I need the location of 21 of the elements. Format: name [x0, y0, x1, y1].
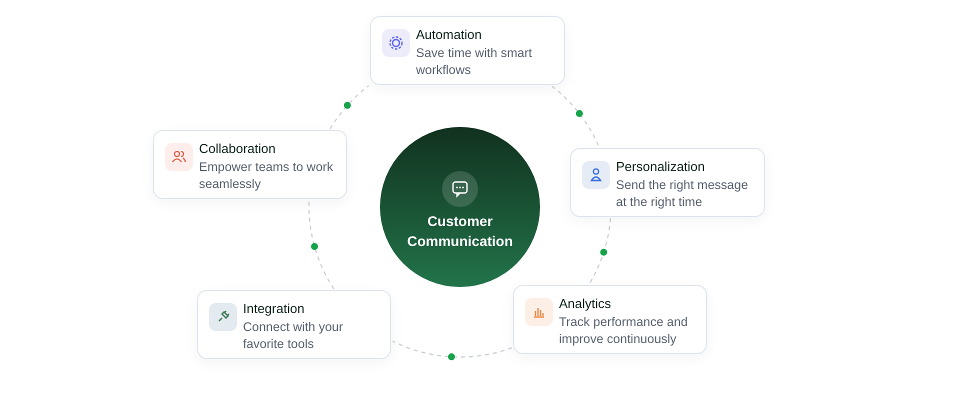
feature-card — [570, 148, 765, 217]
feature-card — [513, 285, 707, 354]
card-description: Send the right message at the right time — [616, 177, 750, 211]
card-title: Integration — [243, 301, 304, 316]
feature-card — [153, 130, 347, 199]
card-description: Connect with your favorite tools — [243, 319, 344, 353]
card-description: Empower teams to work seamlessly — [199, 159, 334, 193]
feature-card — [370, 16, 565, 85]
card-description: Save time with smart workflows — [416, 45, 534, 79]
card-title: Collaboration — [199, 141, 276, 156]
card-title: Analytics — [559, 296, 612, 311]
dashed-connector — [308, 200, 334, 290]
hub-title: Customer Communication — [406, 212, 514, 251]
card-title: Personalization — [616, 159, 705, 174]
feature-card — [197, 290, 391, 359]
card-title: Automation — [416, 27, 482, 42]
card-description: Track performance and improve continuously — [559, 314, 689, 348]
dashed-connector — [392, 340, 512, 358]
dashed-connector — [330, 85, 370, 130]
dashed-connector — [588, 218, 612, 284]
dashed-connector — [552, 86, 600, 148]
